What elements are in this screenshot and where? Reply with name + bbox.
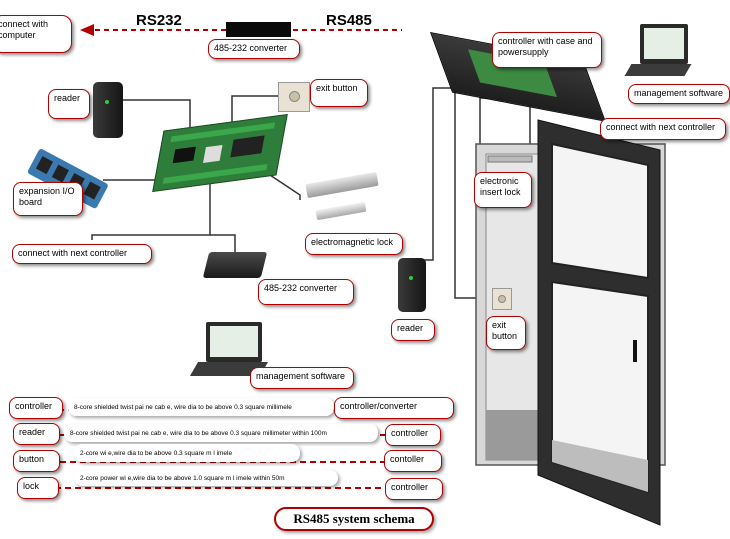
label-management-right: management software <box>628 84 730 104</box>
rs-arrow-head <box>80 24 94 36</box>
exit-button-device-right <box>492 288 512 310</box>
label-converter-mid: 485-232 converter <box>258 279 354 305</box>
wiring-right-lock: controller <box>385 478 443 500</box>
wiring-right-reader: controller <box>385 424 441 446</box>
wiring-spec-button: 2-core wi e,wire dia to be above 0.3 squ… <box>74 444 300 462</box>
wiring-spec-controller: 8-core shielded twist pai ne cab e, wire… <box>68 398 334 416</box>
rs232-label: RS232 <box>136 12 182 29</box>
label-connect-computer: connect with computer <box>0 15 72 53</box>
reader-device-right <box>398 258 426 312</box>
rs485-label: RS485 <box>326 12 372 29</box>
wiring-left-lock: lock <box>17 477 59 499</box>
label-exit-button-left: exit button <box>310 79 368 107</box>
laptop-right-screen <box>640 24 688 64</box>
converter-box-top <box>226 22 291 37</box>
wiring-left-reader: reader <box>13 423 60 445</box>
schema-title: RS485 system schema <box>274 507 434 531</box>
label-exit-button-right: exit button <box>486 316 526 350</box>
label-expansion-board: expansion I/O board <box>13 182 83 216</box>
reader-device-left <box>93 82 123 138</box>
wiring-spec-reader: 8-core shielded twist pai ne cab e, wire… <box>64 424 378 442</box>
wiring-left-button: button <box>13 450 60 472</box>
wiring-left-controller: controller <box>9 397 63 419</box>
wiring-right-button: contoller <box>384 450 442 472</box>
label-controller-case: controller with case and powersupply <box>492 32 602 68</box>
laptop-left-screen <box>206 322 262 362</box>
label-connect-next-right: connect with next controller <box>600 118 726 140</box>
label-electromagnetic-lock: electromagnetic lock <box>305 233 403 255</box>
label-management-left: management software <box>250 367 354 389</box>
wiring-spec-lock: 2-core power wi e,wire dia to be above 1… <box>74 470 338 486</box>
label-reader-right: reader <box>391 319 435 341</box>
reader-led-icon <box>105 100 109 104</box>
exit-button-device-left <box>278 82 310 112</box>
laptop-right-keyboard <box>624 64 692 76</box>
label-reader-left: reader <box>48 89 90 119</box>
door-assembly <box>475 119 666 526</box>
label-converter-top: 485-232 converter <box>208 39 300 59</box>
label-connect-next-left: connect with next controller <box>12 244 152 264</box>
reader-led-icon <box>409 276 413 280</box>
converter-device-mid <box>202 252 268 278</box>
wiring-right-controller: controller/converter <box>334 397 454 419</box>
label-insert-lock: electronic insert lock <box>474 172 532 208</box>
